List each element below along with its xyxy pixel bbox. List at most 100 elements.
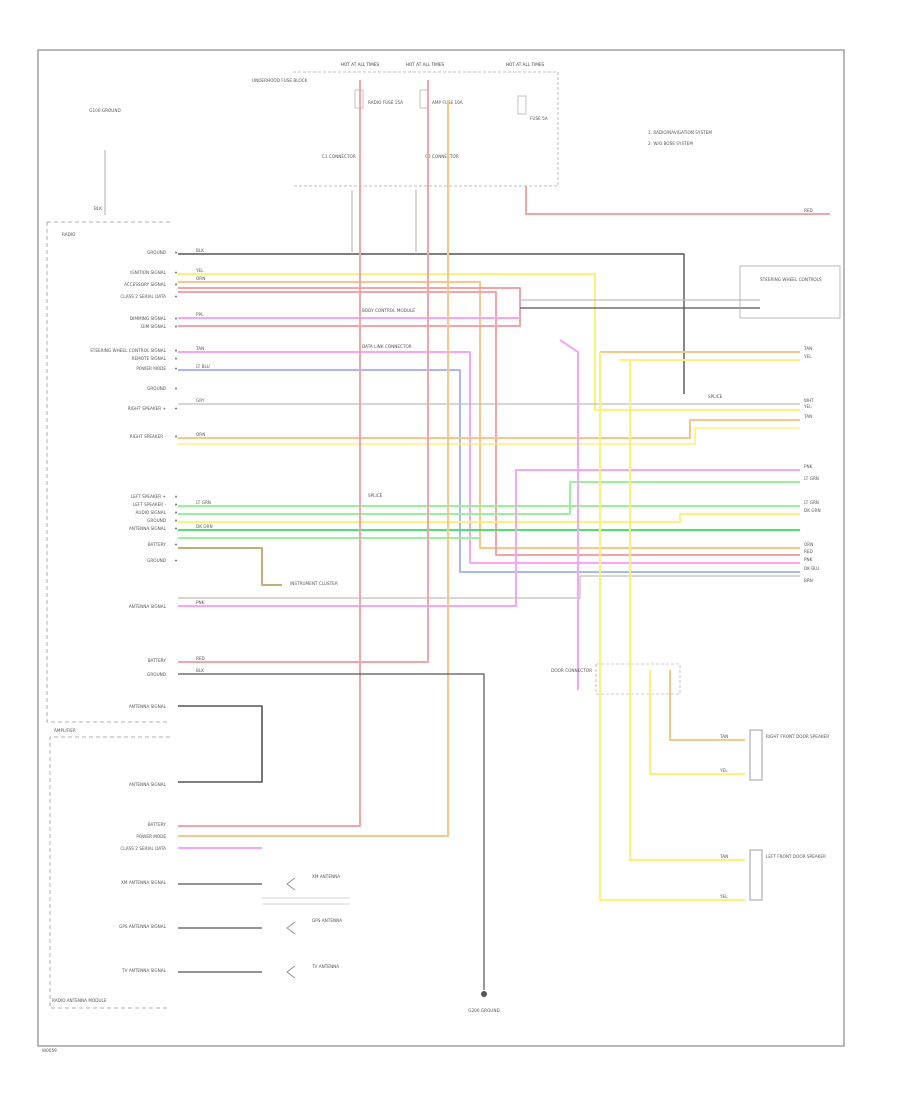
wire-antenna bbox=[178, 469, 800, 607]
outer-frame bbox=[37, 49, 845, 1047]
radio-pin-dot bbox=[175, 357, 177, 360]
radio-pin-dot bbox=[175, 559, 177, 562]
radio-pin-dot bbox=[175, 349, 177, 352]
right-wire-tag-4: TAN bbox=[803, 414, 812, 419]
radio-pin-5: DIM SIGNAL bbox=[141, 324, 167, 329]
right-wire-tag-7: LT GRN bbox=[804, 500, 819, 505]
right-wire-tag-1: YEL bbox=[803, 354, 812, 359]
wire-ground-radio bbox=[178, 673, 485, 990]
amp-pin-0: ANTENNA SIGNAL bbox=[129, 704, 167, 709]
right-wire-tag-0: TAN bbox=[803, 346, 812, 351]
right-wire-tag-10: RED bbox=[804, 549, 813, 554]
wire-lf-feed-b bbox=[629, 360, 745, 861]
wire-cluster bbox=[178, 547, 282, 586]
radio-pin-3: CLASS 2 SERIAL DATA bbox=[120, 294, 166, 299]
steering-wheel-label: STEERING WHEEL CONTROLS bbox=[760, 277, 822, 282]
body-control-label: BODY CONTROL MODULE bbox=[362, 308, 415, 313]
amp-pin-1: ANTENNA SIGNAL bbox=[129, 782, 167, 787]
fuse-block: HOT AT ALL TIMES HOT AT ALL TIMES HOT AT… bbox=[252, 62, 559, 187]
radio-pin-9: GROUND bbox=[147, 386, 166, 391]
rf-speaker: RIGHT FRONT DOOR SPEAKER bbox=[749, 729, 829, 781]
amp-pin-4: CLASS 2 SERIAL DATA bbox=[120, 846, 166, 851]
radio-pin-dot bbox=[175, 283, 177, 286]
fuse-a-label: RADIO FUSE 15A bbox=[368, 100, 403, 105]
wire-dim-b bbox=[178, 351, 800, 564]
radio-pin-antenna: ANTENNA SIGNAL bbox=[129, 604, 167, 609]
right-wire-tag-8: DK GRN bbox=[804, 508, 821, 513]
radio-pin-0: GROUND bbox=[147, 250, 166, 255]
wire-tag-4: TAN bbox=[195, 346, 204, 351]
radio-pin-1: IGNITION SIGNAL bbox=[130, 270, 167, 275]
wire-antenna-amp bbox=[178, 705, 263, 783]
door-connector-label: DOOR CONNECTOR bbox=[551, 668, 592, 673]
wire-rf-feed bbox=[649, 670, 745, 775]
right-wire-tag-5: PNK bbox=[804, 464, 813, 469]
fuse-hot-label-b: HOT AT ALL TIMES bbox=[406, 62, 445, 67]
right-wire-tag-6: LT GRN bbox=[804, 476, 819, 481]
top-ground-wire: BLK bbox=[94, 206, 102, 211]
right-wire-tag-12: DK BLU bbox=[804, 566, 819, 571]
radio-pin-dot bbox=[175, 495, 177, 498]
wire-tag-6: GRY bbox=[196, 398, 205, 403]
radio-pin-16: ANTENNA SIGNAL bbox=[129, 526, 167, 531]
xm-antenna-label: XM ANTENNA bbox=[312, 874, 340, 879]
radio-pin-dot bbox=[175, 527, 177, 530]
amp-pin-6: GPS ANTENNA SIGNAL bbox=[119, 924, 167, 929]
radio-pin-17: BATTERY bbox=[148, 542, 167, 547]
top-ground-label: G100 GROUND bbox=[89, 108, 120, 113]
radio-pin-dot bbox=[175, 367, 177, 370]
splice-label-2: SPLICE bbox=[368, 493, 383, 498]
radio-pin-dot bbox=[175, 407, 177, 410]
wire-fuse-c bbox=[525, 186, 830, 215]
rf-speaker-label: RIGHT FRONT DOOR SPEAKER bbox=[766, 734, 829, 739]
door-connector: DOOR CONNECTOR bbox=[551, 663, 681, 695]
wire-red-b bbox=[178, 291, 800, 556]
right-wire-tag-3: YEL bbox=[803, 404, 812, 409]
radio-pin-dot bbox=[175, 251, 177, 254]
wire-tag-2: ORN bbox=[196, 276, 205, 281]
conn-a-label: C1 CONNECTOR bbox=[322, 154, 356, 159]
wire-lf-plus bbox=[178, 513, 800, 523]
wire-amp-power bbox=[178, 100, 449, 837]
wire-tag-12: BLK bbox=[196, 668, 204, 673]
radio-pin-14: AUDIO SIGNAL bbox=[136, 510, 167, 515]
wire-tag-5: LT BLU bbox=[196, 364, 210, 369]
radio-pin-dot bbox=[175, 511, 177, 514]
wire-battery-amp bbox=[178, 80, 361, 827]
right-wire-tag-2: WHT bbox=[804, 398, 814, 403]
fuse-block-label: UNDERHOOD FUSE BLOCK bbox=[252, 78, 308, 83]
radio-pin-8: POWER MODE bbox=[136, 366, 166, 371]
wire-tag-7: ORN bbox=[196, 432, 205, 437]
radio-pin-dot bbox=[175, 435, 177, 438]
fuse-hot-label-c: HOT AT ALL TIMES bbox=[506, 62, 545, 67]
amplifier-outline bbox=[49, 736, 170, 1009]
wire-tag-9: DK GRN bbox=[196, 524, 213, 529]
radio-label: RADIO bbox=[62, 232, 76, 237]
antenna-group: XM ANTENNA GPS ANTENNA TV ANTENNA RADIO … bbox=[52, 874, 350, 1003]
wire-power-mode-b bbox=[178, 427, 800, 445]
wire-extra bbox=[178, 575, 800, 599]
amp-pin-3: POWER MODE bbox=[136, 834, 166, 839]
radio-pin-7: REMOTE SIGNAL bbox=[132, 356, 167, 361]
wire-accessory bbox=[178, 281, 800, 549]
wire-ground-bus bbox=[178, 253, 685, 394]
conn-b-label: C2 CONNECTOR bbox=[425, 154, 459, 159]
radio-pin-2: ACCESSORY SIGNAL bbox=[124, 282, 167, 287]
amp-pin-7: TV ANTENNA SIGNAL bbox=[121, 968, 167, 973]
radio-pin-ground-low: GROUND bbox=[147, 672, 166, 677]
wire-power-mode bbox=[178, 419, 800, 439]
bottom-ground-label: G200 GROUND bbox=[468, 1008, 499, 1013]
wire-tag-11: RED bbox=[196, 656, 205, 661]
speaker-wire-tag-1: YEL bbox=[719, 768, 728, 773]
fuse-c-label: FUSE 5A bbox=[530, 116, 548, 121]
footer-code: W0059 bbox=[42, 1048, 57, 1053]
antenna-module-label: RADIO ANTENNA MODULE bbox=[52, 998, 107, 1003]
lf-speaker: LEFT FRONT DOOR SPEAKER bbox=[749, 849, 826, 901]
amp-pin-5: XM ANTENNA SIGNAL bbox=[121, 880, 167, 885]
wire-red-a bbox=[178, 287, 521, 327]
right-wire-tag-13: BRN bbox=[804, 578, 813, 583]
radio-pin-labels: GROUND IGNITION SIGNAL ACCESSORY SIGNAL CLA… bbox=[90, 250, 177, 677]
radio-pin-dot bbox=[175, 519, 177, 522]
